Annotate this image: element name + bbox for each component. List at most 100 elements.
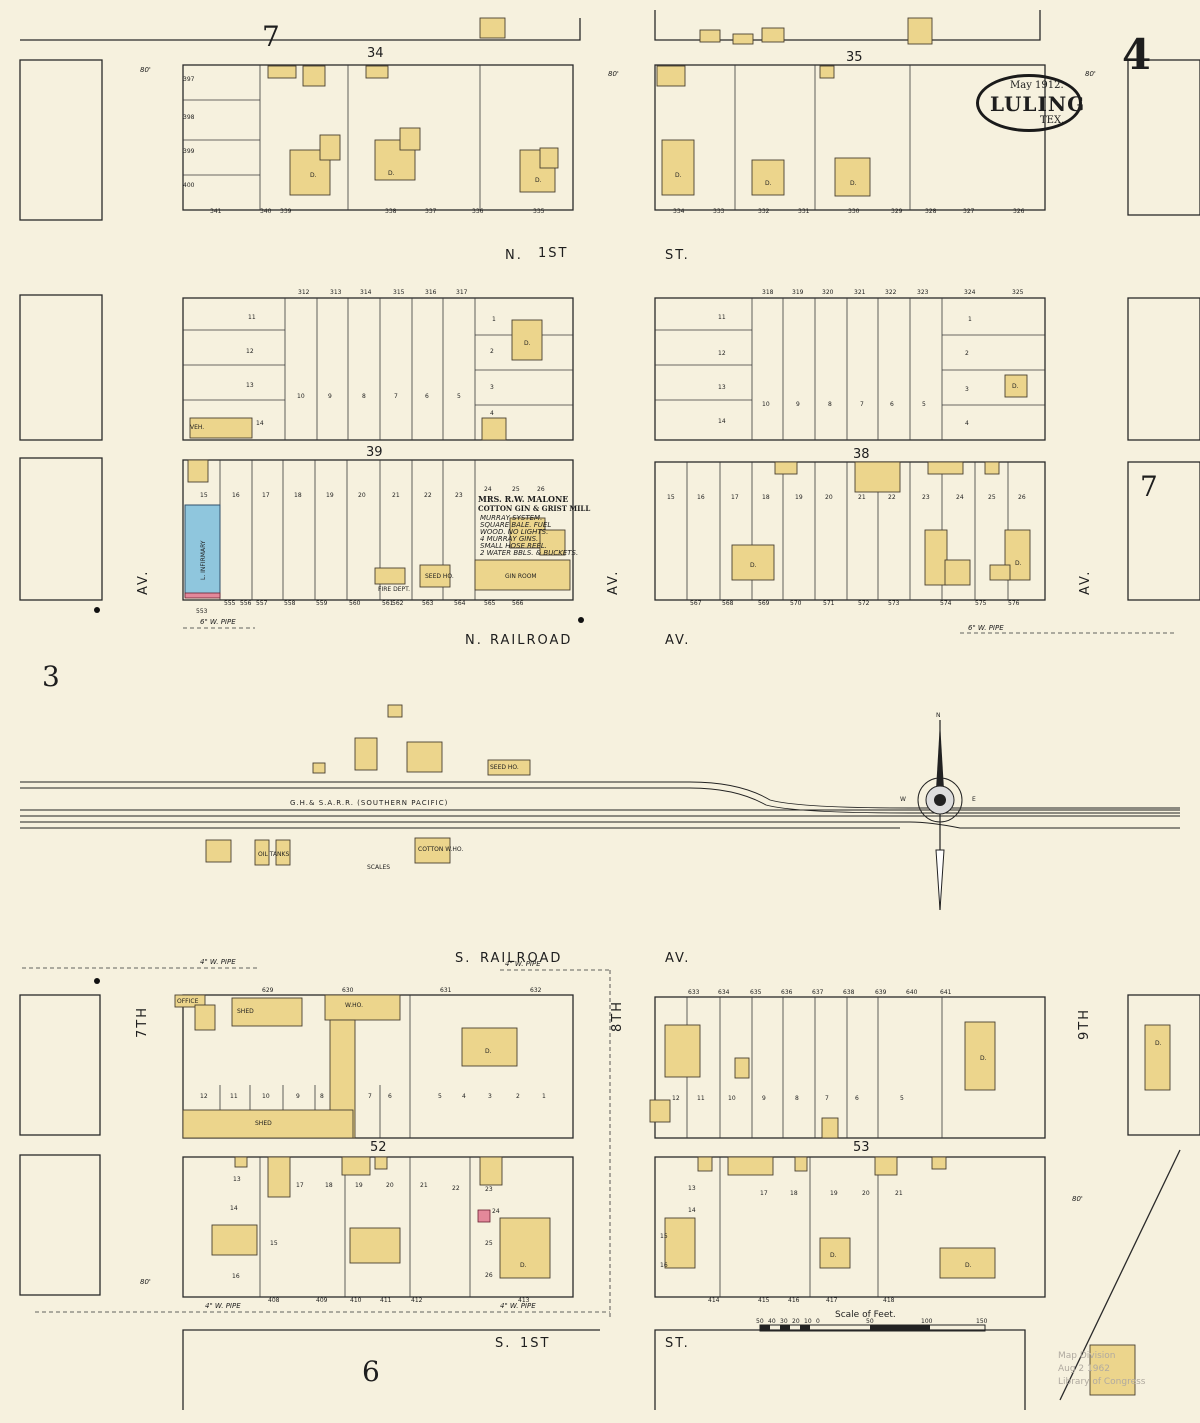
block-35	[654, 64, 1046, 211]
lot-number: 5	[922, 401, 926, 408]
lot-number: 8	[362, 393, 366, 400]
street-srr-name: RAILROAD	[480, 951, 563, 966]
lot-number: 11	[230, 1093, 238, 1100]
lot-number: 25	[988, 494, 996, 501]
distance-marker: 80'	[140, 1278, 151, 1286]
dwelling-marker: D.	[1015, 560, 1022, 567]
lot-number: 22	[888, 494, 896, 501]
lot-number: 1	[492, 316, 496, 323]
diagonal-road-edge	[1059, 1149, 1181, 1401]
cotton-warehouse-label: COTTON W.HO.	[418, 846, 464, 853]
lot-number: 5	[900, 1095, 904, 1102]
warehouse-label: W.HO.	[345, 1002, 364, 1009]
business-owner: MRS. R.W. MALONE	[478, 494, 569, 504]
dwelling-marker: D.	[485, 1048, 492, 1055]
lot-number: 26	[1018, 494, 1026, 501]
block-number-34: 34	[367, 46, 384, 61]
adjacent-sheet-top: 7	[262, 20, 280, 53]
lot-number: 10	[297, 393, 305, 400]
lot-number: 2	[516, 1093, 520, 1100]
lot-number: 1	[542, 1093, 546, 1100]
lot-number: 12	[246, 348, 254, 355]
lot-number: 9	[762, 1095, 766, 1102]
street-srr-prefix: S.	[455, 951, 472, 966]
street-av-middle: AV.	[606, 569, 621, 595]
dwelling-marker: D.	[520, 1262, 527, 1269]
lot-number: 11	[718, 314, 726, 321]
sheet-number: 4	[1122, 30, 1152, 79]
lot-number: 26	[485, 1272, 493, 1279]
block-right-partial-2	[1127, 297, 1200, 441]
scales-label: SCALES	[367, 864, 391, 871]
lot-number: 18	[294, 492, 302, 499]
oil-tanks-label: OIL TANKS	[258, 851, 290, 858]
compass-w: W	[900, 796, 906, 803]
lot-number: 24	[484, 486, 492, 493]
lot-number: 15	[200, 492, 208, 499]
buildings	[174, 17, 1171, 1396]
lot-number: 9	[328, 393, 332, 400]
dwelling-marker: D.	[675, 172, 682, 179]
lot-number: 21	[895, 1190, 903, 1197]
vehicle-house-label: VEH.	[190, 424, 205, 431]
office-label: OFFICE	[177, 998, 199, 1005]
business-detail: SQUARE BALE. FUEL	[480, 521, 552, 529]
lot-number: 19	[830, 1190, 838, 1197]
lot-number: 3	[965, 386, 969, 393]
pipe-label-6: 4" W. PIPE	[500, 1302, 536, 1310]
lot-number: 17	[262, 492, 270, 499]
fire-dept-label: FIRE DEPT.	[378, 586, 410, 593]
lot-number: 20	[862, 1190, 870, 1197]
street-av-west: AV.	[136, 569, 151, 595]
adjacent-sheet-bottom: 6	[362, 1355, 380, 1388]
distance-marker: 80'	[1085, 70, 1096, 78]
pipe-label-4: 4" W. PIPE	[505, 960, 541, 968]
street-srr-suffix: AV.	[665, 951, 691, 966]
street-s1st-name: 1ST	[520, 1336, 551, 1351]
lot-number: 17	[760, 1190, 768, 1197]
lot-number: 7	[825, 1095, 829, 1102]
shed-label-1: SHED	[237, 1008, 254, 1015]
block-right-partial-4	[1127, 994, 1200, 1136]
shed-label-2: SHED	[255, 1120, 272, 1127]
lot-number: 19	[355, 1182, 363, 1189]
lot-number: 19	[326, 492, 334, 499]
block-number-38: 38	[853, 447, 870, 462]
lot-number: 20	[358, 492, 366, 499]
compass-rose	[917, 720, 963, 911]
dwelling-marker: D.	[1155, 1040, 1162, 1047]
railroad-label: G.H.& S.A.R.R. (SOUTHERN PACIFIC)	[290, 799, 449, 807]
lot-number: 1	[968, 316, 972, 323]
lot-number: 14	[688, 1207, 696, 1214]
street-n1st-suffix: ST.	[665, 248, 690, 263]
business-detail: SMALL HOSE REEL.	[480, 542, 547, 550]
block-number-35: 35	[846, 50, 863, 65]
lot-number: 2	[490, 348, 494, 355]
lot-number: 18	[790, 1190, 798, 1197]
business-detail: MURRAY SYSTEM.	[480, 514, 543, 522]
street-nrr-suffix: AV.	[665, 633, 691, 648]
dwelling-marker: D.	[750, 562, 757, 569]
lot-number: 21	[858, 494, 866, 501]
lot-number: 10	[728, 1095, 736, 1102]
lot-number: 12	[200, 1093, 208, 1100]
distance-marker: 80'	[608, 70, 619, 78]
street-n1st-prefix: N.	[505, 248, 523, 263]
lot-number: 9	[296, 1093, 300, 1100]
lot-number: 23	[455, 492, 463, 499]
lot-number: 12	[672, 1095, 680, 1102]
pipe-label-3: 4" W. PIPE	[200, 958, 236, 966]
scale-title: Scale of Feet.	[835, 1310, 896, 1320]
lot-number: 5	[438, 1093, 442, 1100]
lot-number: 14	[230, 1205, 238, 1212]
street-s1st-suffix: ST.	[665, 1336, 690, 1351]
lot-number: 7	[394, 393, 398, 400]
lot-number: 15	[660, 1233, 668, 1240]
block-number-39: 39	[366, 445, 383, 460]
distance-marker: 80'	[140, 66, 151, 74]
block-7-top-left-edge	[20, 18, 581, 41]
dwelling-marker: D.	[535, 177, 542, 184]
dwelling-marker: D.	[965, 1262, 972, 1269]
scale-bar	[759, 1324, 986, 1332]
